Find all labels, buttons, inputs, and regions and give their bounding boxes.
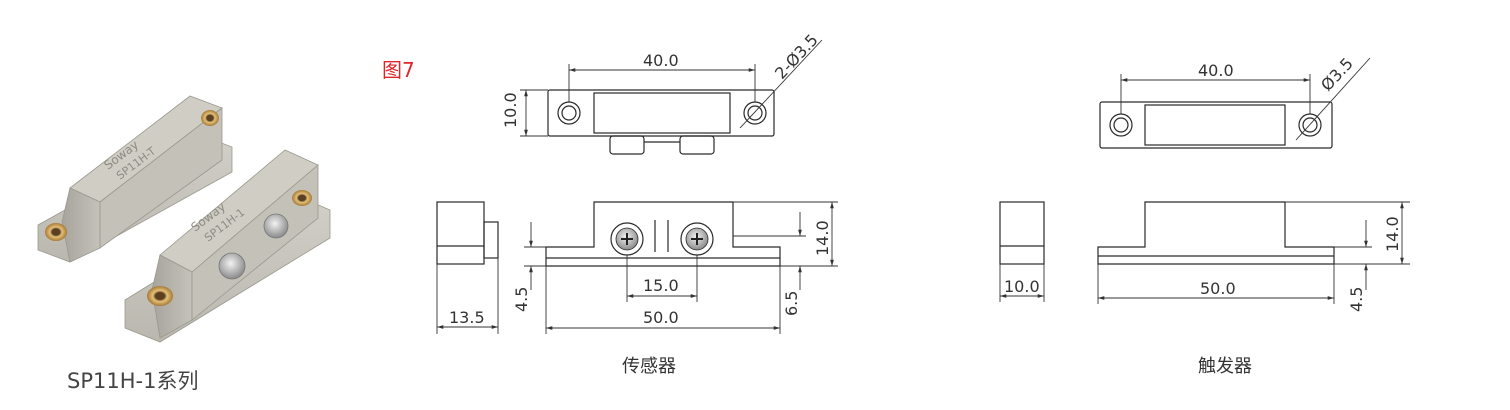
sensor-dim-height-top: 10.0 [501,92,520,128]
trigger-product: Soway SP11H-T [37,95,233,263]
sensor-product: Soway SP11H-1 [124,149,331,343]
sensor-dim-offset: 6.5 [782,291,801,316]
sensor-caption: 传感器 [622,356,676,377]
product-photo: Soway SP11H-T Soway SP11H-1 [37,95,331,343]
trigger-dim-hole: Ø3.5 [1317,54,1357,95]
trigger-caption: 触发器 [1198,356,1252,377]
sensor-dim-height: 14.0 [813,220,832,256]
sensor-side-view [436,201,499,334]
screw-icon [218,252,246,280]
eyelet-icon [147,286,173,306]
sensor-dim-side-depth: 13.5 [449,308,485,327]
trigger-top-view [1099,57,1371,149]
sensor-dim-length: 50.0 [643,308,679,327]
trigger-dim-side-depth: 10.0 [1004,277,1040,296]
trigger-dim-height: 14.0 [1383,216,1402,252]
sensor-dim-base-h: 4.5 [512,287,531,312]
sensor-dim-width-top: 40.0 [643,51,679,70]
sensor-dim-pitch: 15.0 [643,276,679,295]
sensor-front-view [524,201,838,334]
trigger-front-view [1097,201,1410,304]
screw-icon [263,213,289,239]
trigger-dim-width-top: 40.0 [1198,61,1234,80]
sensor-top-view [520,39,823,155]
figure-label: 图7 [382,58,415,82]
eyelet-icon [292,190,312,206]
trigger-dim-length: 50.0 [1200,279,1236,298]
series-label: SP11H-1系列 [67,369,199,393]
eyelet-icon [201,110,219,126]
trigger-side-view [999,201,1045,302]
sensor-dim-holes: 2-Ø3.5 [771,30,822,82]
trigger-dim-base-h: 4.5 [1347,287,1366,312]
eyelet-icon [45,223,67,241]
